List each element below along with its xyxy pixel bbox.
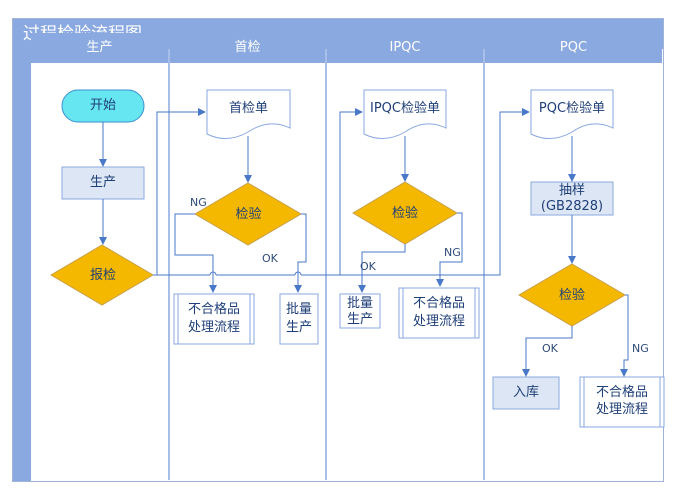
ipqc-batch-label-1: 批量 [346,296,373,311]
ng-label-ipqc: NG [444,246,461,259]
first-batch-production-box [279,293,319,345]
first-check-label: 检验 [235,207,262,222]
pqc-reject-process-box [579,376,665,428]
report-decision-diamond [50,244,154,306]
sample-process-box [530,181,614,216]
ok-label-ipqc: OK [360,260,376,273]
ipqc-doc-label: IPQC检验单 [370,101,440,116]
ipqc-reject-label-2: 处理流程 [412,314,465,329]
warehouse-process-box [492,376,560,410]
first-reject-label-1: 不合格品 [187,302,240,317]
sample-label-1: 抽样 [558,183,585,198]
lane-header-pqc: PQC [485,33,662,63]
left-strip [13,49,31,481]
produce-label: 生产 [89,175,116,190]
ok-label-first: OK [262,252,278,265]
first-reject-process-box [173,293,255,345]
pqc-check-label: 检验 [558,288,585,303]
produce-process-box [61,166,145,200]
report-label: 报检 [89,268,116,283]
ipqc-reject-label-1: 不合格品 [412,296,465,311]
lane-header-first-inspection: 首检 [170,33,325,63]
lane-header-production: 生产 [31,33,168,63]
first-reject-label-2: 处理流程 [187,320,240,335]
pqc-doc-label: PQC检验单 [538,101,606,116]
lane-dividers [29,48,485,480]
start-label: 开始 [89,98,116,113]
connectors [99,108,629,377]
ipqc-batch-production-box [339,293,381,329]
pqc-reject-label-2: 处理流程 [595,402,648,417]
warehouse-label: 入库 [512,385,539,400]
pqc-reject-label-1: 不合格品 [595,385,648,400]
ng-label-pqc: NG [632,342,649,355]
ipqc-check-label: 检验 [391,206,418,221]
ipqc-batch-label-2: 生产 [346,312,373,327]
first-inspection-decision-diamond [194,182,302,246]
ok-label-pqc: OK [542,342,558,355]
first-batch-label-2: 生产 [285,320,312,335]
first-inspection-document [206,89,291,139]
ipqc-document [363,89,447,139]
lane-header-ipqc: IPQC [327,33,483,63]
sample-label-2: (GB2828) [540,199,604,214]
ng-label-first: NG [190,196,207,209]
ipqc-reject-process-box [398,287,480,339]
first-batch-label-1: 批量 [285,302,312,317]
pqc-document [530,89,614,139]
first-doc-label: 首检单 [228,101,268,116]
